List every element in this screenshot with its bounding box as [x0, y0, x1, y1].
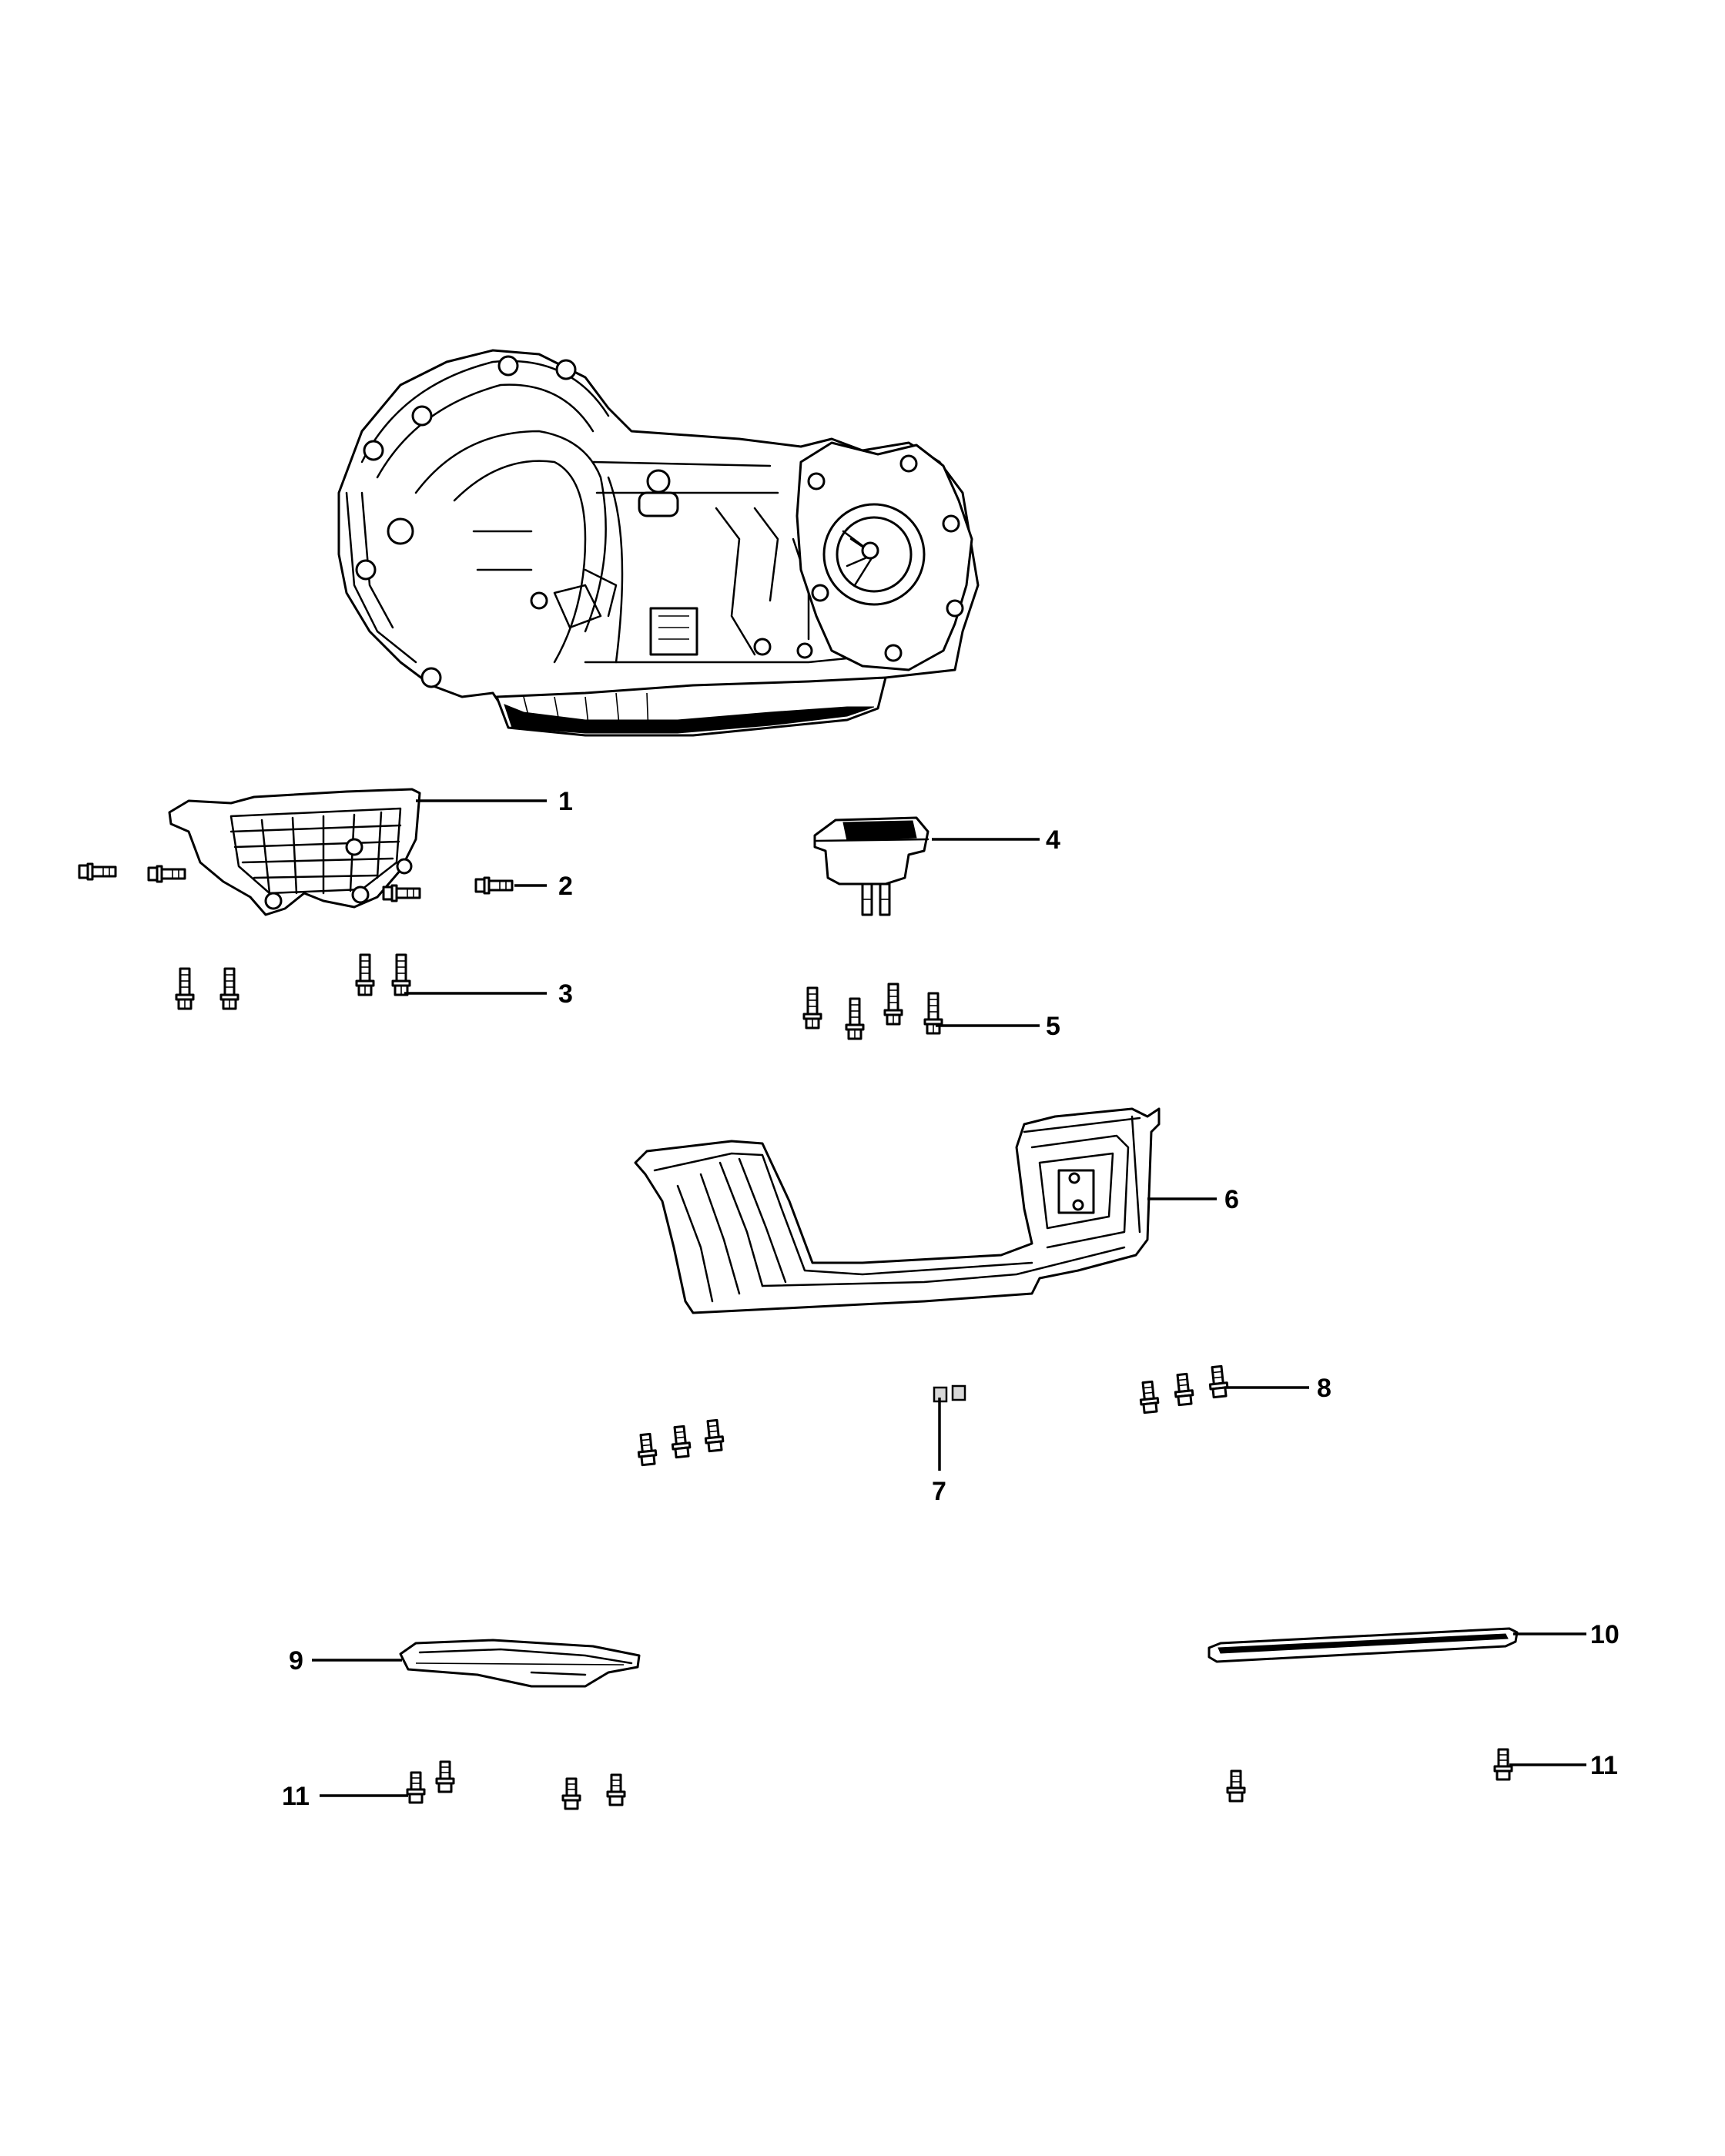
- callout-1: 1: [558, 787, 573, 816]
- callout-11-left: 11: [282, 1782, 310, 1811]
- callout-7: 7: [932, 1477, 946, 1506]
- part-4-transmission-mount: [813, 816, 929, 916]
- bolts-part-11: [406, 1748, 1513, 1810]
- callout-2: 2: [558, 872, 573, 901]
- callout-6: 6: [1224, 1185, 1239, 1214]
- part-1-cover-plate: [168, 788, 421, 916]
- callout-4: 4: [1046, 825, 1060, 855]
- leader-lines: [312, 799, 1586, 1797]
- callout-10: 10: [1590, 1620, 1619, 1649]
- bolts-part-5: [802, 983, 943, 1040]
- part-10-strap: [1208, 1627, 1519, 1663]
- part-9-support-plate: [399, 1639, 641, 1688]
- callout-5: 5: [1046, 1012, 1060, 1041]
- callout-labels: 1 2 3 4 5 6 7 8 9 10 11 11: [282, 787, 1619, 1811]
- callout-11-right: 11: [1590, 1751, 1618, 1780]
- callout-9: 9: [289, 1646, 303, 1676]
- bolts-part-3: [175, 953, 411, 1010]
- callout-3: 3: [558, 979, 573, 1009]
- transmission-assembly: [337, 349, 980, 737]
- bolts-part-8: [1137, 1364, 1230, 1414]
- callout-8: 8: [1317, 1374, 1331, 1403]
- bolts-part-6: [635, 1418, 725, 1467]
- part-6-crossmember: [634, 1107, 1161, 1314]
- part-7-spacers: [933, 1384, 966, 1403]
